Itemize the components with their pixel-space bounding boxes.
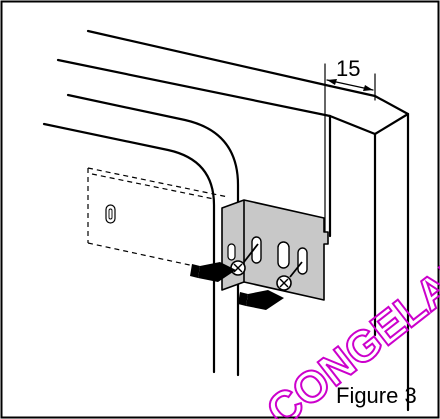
screw-icon xyxy=(276,261,303,291)
screw-icon xyxy=(230,243,259,276)
figure-caption: Figure 3 xyxy=(336,383,417,408)
hidden-bracket-outline xyxy=(87,167,229,273)
mounting-bracket xyxy=(221,199,329,301)
arrow-icon xyxy=(190,262,236,282)
cabinet-panel xyxy=(328,84,410,412)
dimension-label: 15 xyxy=(336,56,360,81)
appliance-door-outline xyxy=(42,29,332,377)
dimension-annotation: 15 xyxy=(324,56,376,241)
arrow-icon xyxy=(238,290,284,310)
